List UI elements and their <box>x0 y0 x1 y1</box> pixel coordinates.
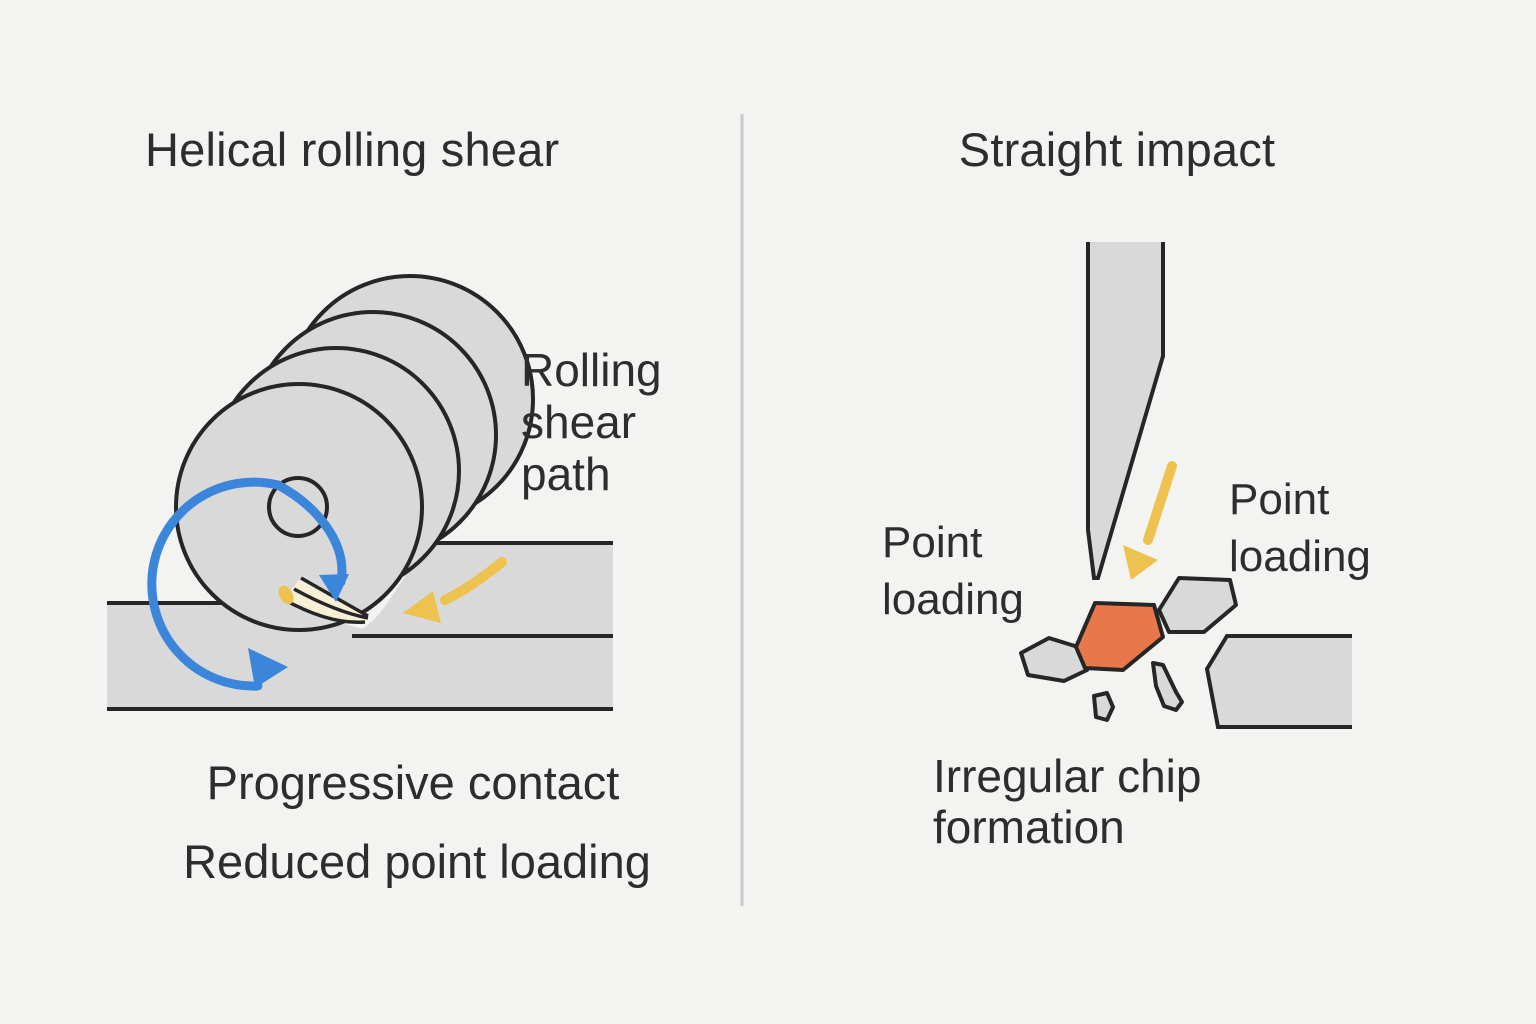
irregular-chip-line1: Irregular chip <box>933 750 1202 802</box>
right-workpiece-outline <box>1204 634 1352 729</box>
rotation-arrow-arc <box>147 477 283 691</box>
impact-arrow <box>1143 461 1177 545</box>
irregular-chip-line2: formation <box>933 801 1125 853</box>
rolling-shear-path-label: Rolling shear path <box>521 344 662 500</box>
rolling-shear-path-line2: shear <box>521 396 637 448</box>
irregular-chip-caption: Irregular chip formation <box>933 751 1201 853</box>
straight-impact-figure <box>1019 242 1352 729</box>
rotation-arrow-head <box>248 648 288 688</box>
shear-spark-dot <box>278 585 294 605</box>
point-loading-right-line1: Point <box>1229 475 1330 524</box>
point-loading-left-line1: Point <box>882 518 983 567</box>
shear-path-arrow-head <box>403 591 441 623</box>
rolling-shear-path-line3: path <box>521 448 611 500</box>
left-panel-title: Helical rolling shear <box>145 123 560 176</box>
impact-arrow-head <box>1123 545 1158 580</box>
fragment-small-bottom <box>1092 691 1115 722</box>
shear-path-arrow <box>440 557 507 605</box>
workpiece-surface-lines <box>107 541 613 711</box>
impact-tool <box>1088 242 1163 578</box>
right-workpiece-slab <box>1207 636 1352 727</box>
reduced-point-loading-caption: Reduced point loading <box>183 835 651 888</box>
crushed-chip <box>1074 601 1165 672</box>
fragment-sliver <box>1151 661 1184 712</box>
right-panel-title: Straight impact <box>958 123 1276 176</box>
rolling-shear-path-line1: Rolling <box>521 344 662 396</box>
fragment-upper-right <box>1157 576 1238 634</box>
point-loading-label-left: Point loading <box>882 514 1024 628</box>
point-loading-left-line2: loading <box>882 575 1024 624</box>
point-loading-label-right: Point loading <box>1229 471 1371 585</box>
helical-rolling-shear-figure <box>107 274 613 711</box>
progressive-contact-caption: Progressive contact <box>206 756 620 809</box>
point-loading-right-line2: loading <box>1229 532 1371 581</box>
rotation-arrow-inner-head <box>319 574 349 602</box>
rotation-arrow-inner-hook <box>273 480 347 587</box>
impact-tool-outline <box>1086 242 1165 580</box>
